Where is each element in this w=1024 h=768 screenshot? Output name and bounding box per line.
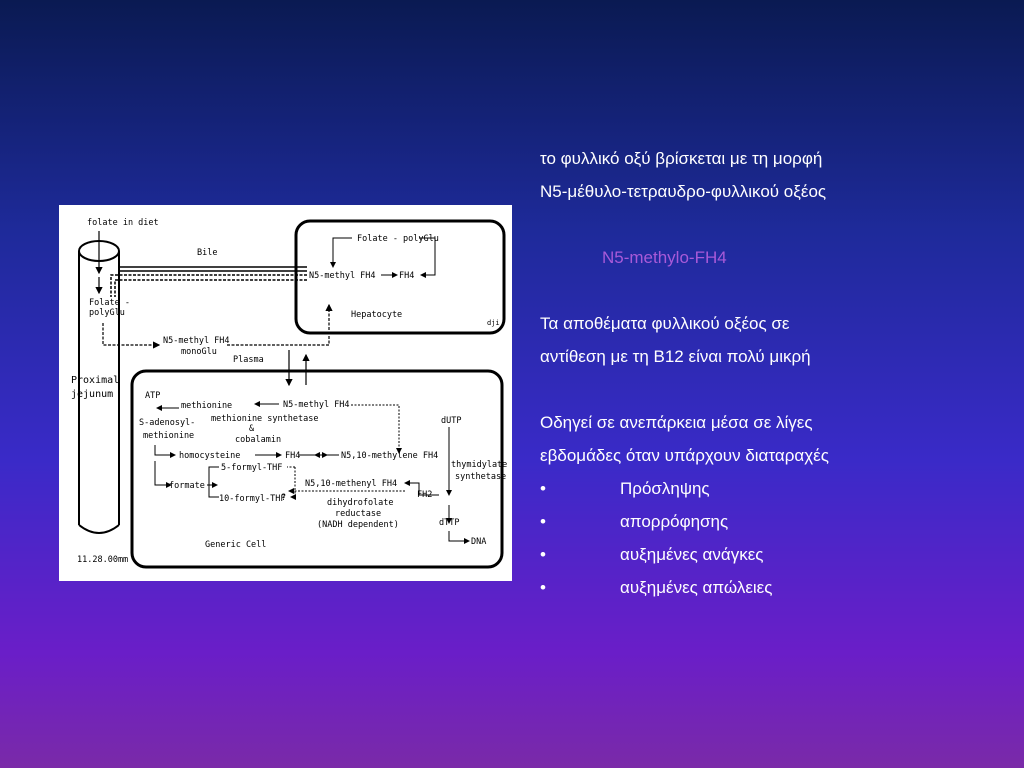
intro-line-2: N5-μέθυλο-τετραυδρο-φυλλικού οξέος: [540, 182, 827, 201]
to-liver-arrow: [227, 303, 333, 346]
bullet-text: Πρόσληψης: [620, 479, 710, 498]
label-dna: DNA: [471, 537, 486, 547]
bullet-text: αυξημένες ανάγκες: [620, 545, 764, 564]
label-jejunum: jejunum: [71, 389, 113, 400]
label-dttp: dTTP: [439, 518, 459, 528]
label-synthetase: synthetase: [455, 472, 506, 482]
label-generic-cell: Generic Cell: [205, 540, 266, 550]
label-5-formyl-thf: 5-formyl-THF: [221, 463, 282, 473]
generic-cell-box: [130, 369, 504, 569]
spacer: [540, 373, 1010, 406]
bullet-item: • Πρόσληψης: [540, 472, 1010, 505]
stores-line-1: Τα αποθέματα φυλλικού οξέος σε: [540, 314, 790, 333]
label-hep-n5-methyl: N5-methyl FH4: [309, 271, 376, 281]
intro-line-1: το φυλλικό οξύ βρίσκεται με τη μορφή: [540, 149, 823, 168]
label-fh2: FH2: [417, 490, 432, 500]
absorption-arrow: [102, 323, 161, 349]
label-dji: dji: [487, 319, 500, 327]
bile-pathway: [110, 266, 307, 297]
diagram-svg: folate in diet Folate - polyGlu Proximal…: [71, 218, 507, 569]
label-dihydrofolate: dihydrofolate: [327, 498, 394, 508]
bullet-symbol: •: [540, 545, 546, 564]
hepatocyte-arrows: [330, 237, 436, 278]
label-folate-polyglu-2: polyGlu: [89, 308, 125, 318]
cell-arrows: [154, 401, 470, 544]
bullet-item: • αυξημένες ανάγκες: [540, 538, 1010, 571]
bullet-symbol: •: [540, 578, 546, 597]
label-question: ?: [281, 493, 286, 503]
label-folate-in-diet: folate in diet: [87, 218, 159, 228]
stores-line-2: αντίθεση με τη B12 είναι πολύ μικρή: [540, 347, 811, 366]
label-n5-monoglu: N5-methyl FH4: [163, 336, 230, 346]
label-plasma: Plasma: [233, 355, 264, 365]
label-ampersand: &: [249, 424, 255, 434]
label-bile: Bile: [197, 248, 217, 258]
label-10-formyl-thf: 10-formyl-THF: [219, 494, 286, 504]
label-sam: S-adenosyl-: [139, 418, 195, 428]
label-methylene-fh4: N5,10-methylene FH4: [341, 451, 438, 461]
label-proximal: Proximal: [71, 375, 119, 386]
bullet-item: • αυξημένες απώλειες: [540, 571, 1010, 604]
spacer: [540, 274, 1010, 307]
bullet-text: αυξημένες απώλειες: [620, 578, 773, 597]
label-methenyl-fh4: N5,10-methenyl FH4: [305, 479, 397, 489]
spacer: [540, 208, 1010, 241]
label-hep-folate-polyglu: Folate - polyGlu: [357, 234, 439, 244]
hepatocyte-box: [294, 219, 506, 335]
label-cobalamin: cobalamin: [235, 435, 281, 445]
label-dutp: dUTP: [441, 416, 461, 426]
label-sam-2: methionine: [143, 431, 194, 441]
highlight-term: N5-methylo-FH4: [602, 248, 727, 267]
label-scale: 11.28.00mm: [77, 555, 128, 565]
folate-metabolism-diagram: folate in diet Folate - polyGlu Proximal…: [59, 205, 512, 581]
leads-line-1: Οδηγεί σε ανεπάρκεια μέσα σε λίγες: [540, 413, 813, 432]
bullet-symbol: •: [540, 479, 546, 498]
label-nadh-dependent: (NADH dependent): [317, 520, 399, 530]
label-atp: ATP: [145, 391, 160, 401]
label-formate: formate: [169, 481, 205, 491]
bullet-text: απορρόφησης: [620, 512, 729, 531]
label-reductase: reductase: [335, 509, 381, 519]
label-homocysteine: homocysteine: [179, 451, 240, 461]
label-thymidylate: thymidylate: [451, 460, 507, 470]
bullet-symbol: •: [540, 512, 546, 531]
label-cell-n5-methyl: N5-methyl FH4: [283, 400, 350, 410]
text-panel: το φυλλικό οξύ βρίσκεται με τη μορφή N5-…: [540, 142, 1010, 604]
label-methionine: methionine: [181, 401, 232, 411]
label-hep-fh4: FH4: [399, 271, 414, 281]
label-n5-monoglu-2: monoGlu: [181, 347, 217, 357]
leads-line-2: εβδομάδες όταν υπάρχουν διαταραχές: [540, 446, 829, 465]
label-cell-fh4: FH4: [285, 451, 300, 461]
label-methionine-synthetase: methionine synthetase: [211, 414, 318, 424]
bullet-item: • απορρόφησης: [540, 505, 1010, 538]
label-hepatocyte: Hepatocyte: [351, 310, 402, 320]
label-folate-polyglu: Folate -: [89, 298, 130, 308]
